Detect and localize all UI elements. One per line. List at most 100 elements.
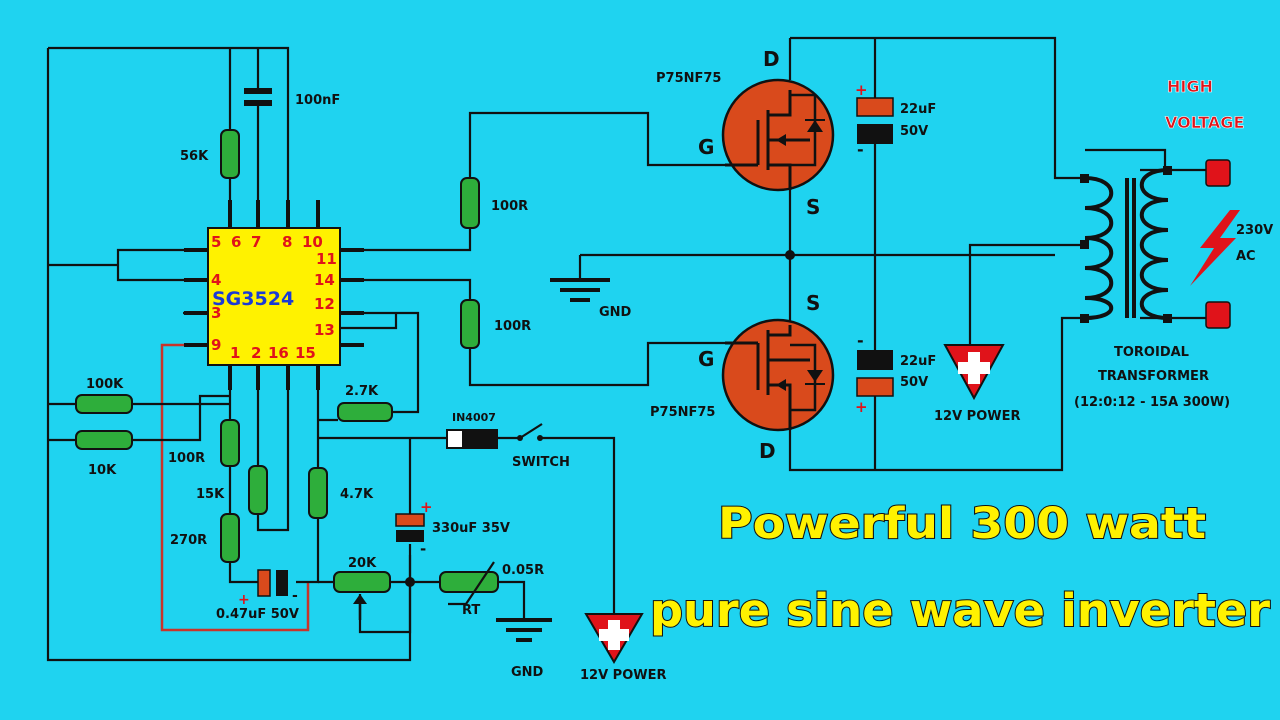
ic-pin-8: 8 [282, 233, 292, 251]
resistor-4k7 [308, 467, 328, 519]
label-rt: RT [462, 603, 480, 618]
svg-text:+: + [238, 592, 250, 608]
ic-pin-3: 3 [211, 304, 221, 322]
capacitor-100nf [244, 88, 272, 106]
label-gate-bottom: 100R [494, 319, 531, 334]
resistor-gate-top [460, 177, 480, 229]
ic-pin-9: 9 [211, 336, 221, 354]
label-gnd-mid: GND [599, 305, 632, 320]
ic-pin-6: 6 [231, 233, 241, 251]
title: Powerful 300 watt pure sine wave inverte… [649, 498, 1272, 638]
potentiometer-20k [333, 571, 391, 620]
resistor-2k7 [337, 402, 393, 422]
ic-pin-1: 1 [230, 344, 240, 362]
mosfet-top [721, 78, 835, 192]
label-transformer-2: TRANSFORMER [1098, 369, 1209, 384]
svg-text:-: - [857, 331, 864, 350]
label-gate-top: 100R [491, 199, 528, 214]
label-gnd-bottom: GND [511, 665, 544, 680]
label-output-1: 230V [1236, 223, 1273, 238]
resistor-270r [220, 513, 240, 563]
capacitor-22uf-top: + - [855, 81, 894, 159]
title-line-1: Powerful 300 watt [718, 499, 1206, 549]
thermistor-rt [439, 561, 499, 606]
ic-pin-11: 11 [316, 250, 337, 268]
label-mosfet-bottom-part: P75NF75 [650, 405, 715, 420]
ic-sg3524: 5 6 7 8 10 11 4 14 12 3 13 9 1 2 16 15 S… [184, 200, 364, 390]
ic-pin-14: 14 [314, 271, 335, 289]
power-12v-mid [943, 344, 1005, 401]
ic-pin-10: 10 [302, 233, 323, 251]
ground-bottom [496, 618, 552, 642]
resistor-10k [75, 430, 133, 450]
ic-name: SG3524 [212, 288, 294, 310]
label-switch: SWITCH [512, 455, 570, 470]
ground-mid [550, 278, 610, 302]
resistor-100k [75, 394, 133, 414]
power-12v-bottom [584, 613, 644, 664]
ic-pin-15: 15 [295, 344, 316, 362]
label-cap-bottom-value: 22uF [900, 354, 936, 369]
label-mosfet-top-part: P75NF75 [656, 71, 721, 86]
ic-pin-12: 12 [314, 295, 335, 313]
capacitor-22uf-bottom: - + [855, 331, 894, 416]
output-terminal-top [1205, 159, 1231, 187]
label-warning-1: HIGH [1167, 77, 1213, 96]
svg-text:+: + [855, 81, 868, 99]
label-cap-top-value: 22uF [900, 102, 936, 117]
label-56k: 56K [180, 149, 209, 164]
junctions [405, 250, 795, 587]
label-warning-2: VOLTAGE [1165, 113, 1244, 132]
resistor-100r-left [220, 419, 240, 467]
label-power-bottom: 12V POWER [580, 668, 667, 683]
ic-pin-4: 4 [211, 271, 221, 289]
label-mosfet-top-d: D [763, 47, 780, 71]
label-transformer-1: TOROIDAL [1114, 345, 1189, 360]
ic-pin-13: 13 [314, 321, 335, 339]
svg-text:+: + [420, 498, 433, 516]
label-mosfet-bottom-g: G [698, 347, 714, 371]
label-output-2: AC [1236, 249, 1256, 264]
lightning-icon [1190, 210, 1240, 286]
label-power-mid: 12V POWER [934, 409, 1021, 424]
label-mosfet-bottom-d: D [759, 439, 776, 463]
ic-pin-5: 5 [211, 233, 221, 251]
label-diode: IN4007 [452, 411, 496, 424]
capacitor-047uf: + - [238, 569, 298, 608]
resistor-15k [248, 465, 268, 515]
svg-text:-: - [420, 540, 426, 558]
resistors [75, 129, 480, 563]
label-2k7: 2.7K [345, 384, 379, 399]
label-100r-left: 100R [168, 451, 205, 466]
wires [46, 36, 1208, 662]
label-100k: 100K [86, 377, 124, 392]
label-100nf: 100nF [295, 93, 340, 108]
mosfet-bottom [721, 318, 835, 432]
label-mosfet-bottom-s: S [806, 291, 820, 315]
title-line-2: pure sine wave inverter [650, 584, 1271, 637]
svg-text:-: - [857, 140, 864, 159]
output-terminal-bottom [1205, 301, 1231, 329]
svg-text:-: - [292, 588, 298, 604]
label-mosfet-top-g: G [698, 135, 714, 159]
ic-pin-7: 7 [251, 233, 261, 251]
label-shunt: 0.05R [502, 563, 544, 578]
label-10k: 10K [88, 463, 117, 478]
label-330uf: 330uF 35V [432, 521, 510, 536]
label-270r: 270R [170, 533, 207, 548]
ic-pin-2: 2 [251, 344, 261, 362]
diode-in4007 [446, 429, 498, 449]
label-20k: 20K [348, 556, 377, 571]
switch [517, 423, 543, 441]
labels: 100nF 56K 100K 10K 100R 15K 270R 0.47uF … [86, 47, 1273, 683]
transformer [1080, 159, 1231, 329]
label-transformer-3: (12:0:12 - 15A 300W) [1074, 395, 1230, 410]
label-047uf: 0.47uF 50V [216, 607, 299, 622]
label-cap-top-voltage: 50V [900, 124, 928, 139]
label-mosfet-top-s: S [806, 195, 820, 219]
resistor-56k [220, 129, 240, 179]
resistor-gate-bottom [460, 299, 480, 349]
label-cap-bottom-voltage: 50V [900, 375, 928, 390]
capacitor-330uf: + - [395, 498, 433, 558]
